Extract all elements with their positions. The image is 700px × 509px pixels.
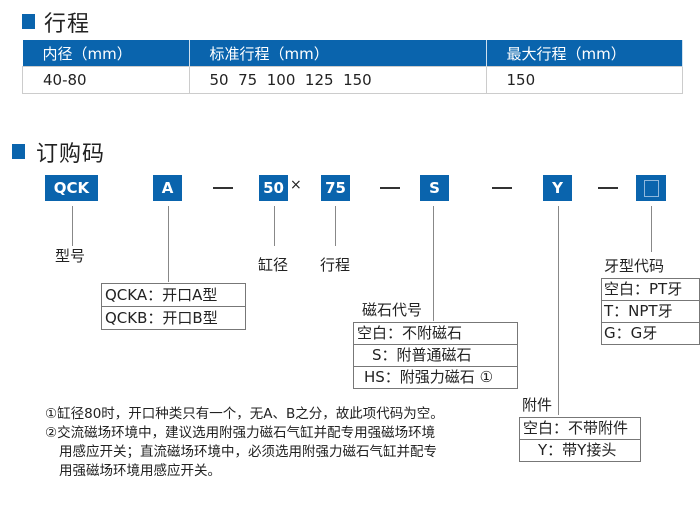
leader-line [168,206,169,282]
magnet-options-box: 空白：不附磁石 S：附普通磁石 HS：附强力磁石 ① [353,322,518,389]
leader-line [72,206,73,246]
label-accessory: 附件 [522,396,553,414]
section-bullet-icon [12,144,25,159]
option: G：G牙 [604,324,658,342]
leader-line [335,206,336,246]
cell-bore: 40-80 [22,66,190,94]
option: 空白：不附磁石 [354,323,517,345]
option: QCKB：开口B型 [105,309,218,327]
code-opening: A [153,175,182,201]
option: Y：带Y接头 [538,441,617,459]
code-model: QCK [45,175,98,201]
thread-options-box: 空白：PT牙 T：NPT牙 G：G牙 [601,278,700,345]
code-thread [636,175,666,201]
label-thread: 牙型代码 [604,257,665,275]
dash [213,187,233,189]
label-model: 型号 [55,247,86,265]
accessory-options-box: 空白：不带附件 Y：带Y接头 [519,417,641,462]
dash [598,187,618,189]
option: 空白：PT牙 [602,279,699,301]
section-title-stroke: 行程 [44,12,91,37]
empty-square-icon [643,179,659,197]
notes: ①缸径80时，开口种类只有一个，无A、B之分，故此项代码为空。 ②交流磁场环境中… [45,405,444,481]
code-stroke: 75 [321,175,350,201]
label-bore: 缸径 [258,256,289,274]
label-magnet: 磁石代号 [362,301,423,319]
header-standard-stroke: 标准行程（mm） [189,40,487,67]
opening-options-box: QCKA：开口A型 QCKB：开口B型 [101,283,246,330]
label-stroke: 行程 [320,256,351,274]
times-sign: × [290,177,302,193]
header-max-stroke: 最大行程（mm） [486,40,683,67]
dash [492,187,512,189]
option: T：NPT牙 [602,301,699,323]
section-title-order-code: 订购码 [36,142,106,167]
option: QCKA：开口A型 [102,284,245,307]
leader-line [651,206,652,252]
note-2-cont: 用感应开关；直流磁场环境中，必须选用附强力磁石气缸并配专 [59,444,437,460]
code-magnet: S [420,175,449,201]
section-bullet-icon [22,14,35,29]
cell-standard-stroke: 50 75 100 125 150 [188,66,487,94]
leader-line [433,206,434,321]
code-accessory: Y [543,175,572,201]
option: 空白：不带附件 [520,418,640,440]
note-2: ②交流磁场环境中，建议选用附强力磁石气缸并配专用强磁场环境 [45,425,436,441]
cell-max-stroke: 150 [485,66,683,94]
note-1: ①缸径80时，开口种类只有一个，无A、B之分，故此项代码为空。 [45,406,444,422]
option: HS：附强力磁石 ① [364,368,494,386]
note-2-cont: 用强磁场环境用感应开关。 [59,463,221,479]
header-bore: 内径（mm） [22,40,190,67]
option: S：附普通磁石 [354,345,517,367]
leader-line [558,206,559,415]
dash [380,187,400,189]
code-bore: 50 [259,175,288,201]
leader-line [274,206,275,246]
